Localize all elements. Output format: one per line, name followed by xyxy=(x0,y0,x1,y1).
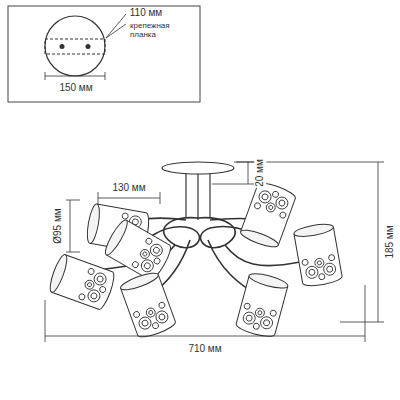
dimension-label: 710 мм xyxy=(187,343,222,355)
dimension-lines xyxy=(45,162,384,342)
dimension-label: 20 мм xyxy=(254,158,266,188)
mount-inset xyxy=(8,6,200,102)
dimension-label: 110 мм xyxy=(129,7,163,19)
part-note: крепежная планка xyxy=(129,21,187,39)
dimension-label: 150 мм xyxy=(58,82,93,94)
dimension-label: 130 мм xyxy=(111,182,146,194)
dimension-label: 185 мм xyxy=(384,224,396,259)
lamp-shades xyxy=(47,180,343,340)
dimension-label: Ø95 мм xyxy=(52,207,64,244)
canopy xyxy=(162,162,234,220)
